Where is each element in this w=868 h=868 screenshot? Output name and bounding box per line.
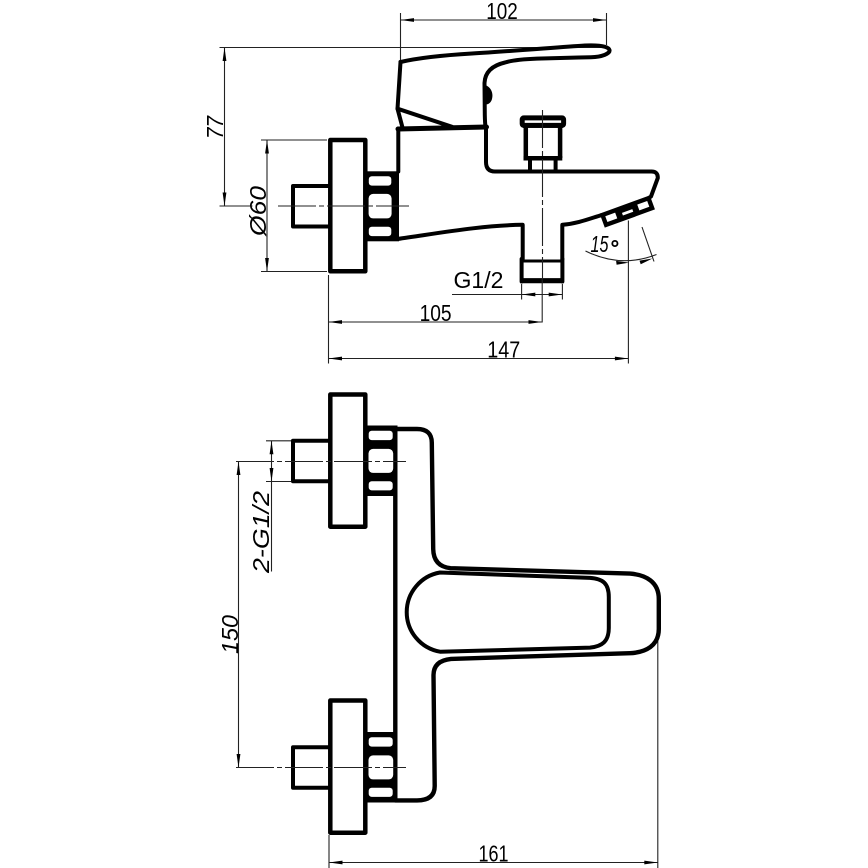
svg-text:150: 150 [217, 615, 243, 654]
svg-text:77: 77 [202, 115, 228, 139]
svg-text:147: 147 [487, 337, 520, 363]
svg-text:G1/2: G1/2 [454, 267, 504, 293]
svg-text:2-G1/2: 2-G1/2 [248, 491, 274, 574]
svg-text:102: 102 [486, 0, 518, 24]
svg-text:Ø60: Ø60 [245, 186, 271, 237]
svg-text:15: 15 [591, 231, 609, 257]
svg-text:105: 105 [420, 300, 452, 326]
svg-text:161: 161 [479, 841, 509, 867]
